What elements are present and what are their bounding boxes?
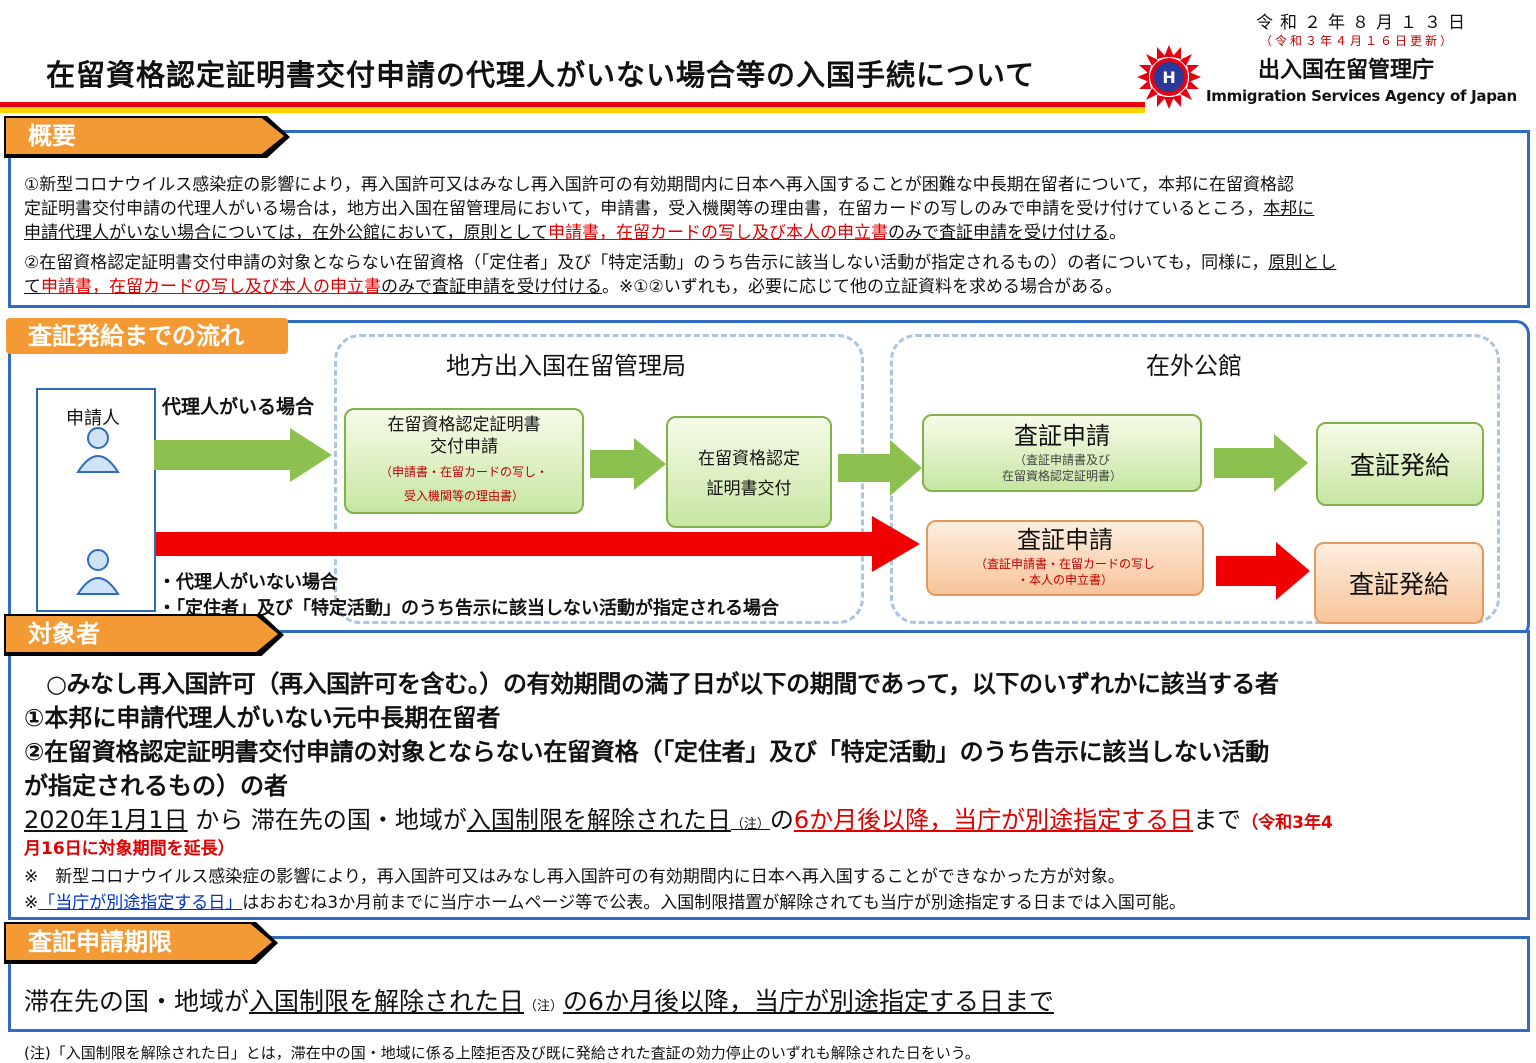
agency-name-jp: 出入国在留管理庁 xyxy=(1258,58,1435,83)
overview-heading: 概要 xyxy=(6,118,284,154)
page-title: 在留資格認定証明書交付申請の代理人がいない場合等の入国手続について xyxy=(46,58,1036,92)
coe-application-title: 在留資格認定証明書 交付申請 xyxy=(387,415,541,457)
target-heading: 対象者 xyxy=(6,616,278,652)
header-yellow-stripe xyxy=(0,107,1145,113)
coe-issuance-box: 在留資格認定 証明書交付 xyxy=(666,416,832,528)
overview-p2-line2: て申請書，在留カードの写し及び本人の申立書のみで査証申請を受け付ける。※①②いず… xyxy=(24,277,1123,297)
red-arrow-icon xyxy=(156,516,920,572)
target-note-1: ※ 新型コロナウイルス感染症の影響により，再入国許可又はみなし再入国許可の有効期… xyxy=(24,867,1125,887)
target-period: 2020年1月1日 から 滞在先の国・地域が入国制限を解除された日（注）の6か月… xyxy=(24,806,1333,834)
update-date: （令和３年４月１６日更新） xyxy=(1260,34,1456,48)
visa-application-direct-note: （査証申請書・在留カードの写し ・本人の申立書） xyxy=(974,557,1155,587)
red-arrow-icon xyxy=(1216,542,1310,600)
visa-application-note: （査証申請書及び 在留資格認定証明書） xyxy=(1001,453,1122,483)
green-arrow-icon xyxy=(154,428,332,482)
with-agent-label: 代理人がいる場合 xyxy=(162,396,315,418)
target-period-extension: 月16日に対象期間を延長） xyxy=(24,839,235,859)
target-note-2: ※「当庁が別途指定する日」はおおむね3か月前までに当庁ホームページ等で公表。入国… xyxy=(24,893,1186,913)
visa-application-direct-box: 査証申請 （査証申請書・在留カードの写し ・本人の申立書） xyxy=(926,520,1204,596)
visa-application-direct-title: 査証申請 xyxy=(1017,526,1113,554)
coe-issuance-title: 在留資格認定 証明書交付 xyxy=(698,449,800,499)
visa-issuance-box: 査証発給 xyxy=(1316,422,1484,506)
applicant-box xyxy=(36,388,156,612)
agency-name-en: Immigration Services Agency of Japan xyxy=(1206,87,1517,105)
coe-application-box: 在留資格認定証明書 交付申請 （申請書・在留カードの写し・ 受入機関等の理由書） xyxy=(344,408,584,514)
designated-date-link[interactable]: 「当庁が別途指定する日」 xyxy=(38,893,243,913)
applicant-label: 申請人 xyxy=(66,408,120,429)
overview-p2-line1: ②在留資格認定証明書交付申請の対象とならない在留資格（「定住者」及び「特定活動」… xyxy=(24,253,1337,273)
target-box xyxy=(8,630,1530,920)
header-red-stripe xyxy=(0,102,1145,107)
overview-box xyxy=(8,130,1530,308)
visa-issuance-title: 査証発給 xyxy=(1349,451,1450,480)
visa-issuance-direct-title: 査証発給 xyxy=(1348,570,1449,599)
visa-application-box: 査証申請 （査証申請書及び 在留資格認定証明書） xyxy=(922,414,1202,492)
no-agent-label-2: ・「定住者」及び「特定活動」のうち告示に該当しない活動が指定される場合 xyxy=(158,598,779,619)
no-agent-label-1: ・代理人がいない場合 xyxy=(158,572,338,593)
person-icon xyxy=(76,427,120,473)
overview-p1-line3: 申請代理人がいない場合については，在外公館において，原則として申請書，在留カード… xyxy=(24,223,1126,243)
target-line-3a: ②在留資格認定証明書交付申請の対象とならない在留資格（「定住者」及び「特定活動」… xyxy=(24,738,1269,766)
issue-date: 令和２年８月１３日 xyxy=(1256,13,1472,33)
footnote: (注)「入国制限を解除された日」とは，滞在中の国・地域に係る上陸拒否及び既に発給… xyxy=(24,1044,980,1062)
person-icon xyxy=(76,549,120,595)
overview-p1-line2: 定証明書交付申請の代理人がいる場合は，地方出入国在留管理局において，申請書，受入… xyxy=(24,199,1315,219)
regional-bureau-label: 地方出入国在留管理局 xyxy=(446,352,686,380)
coe-application-note: （申請書・在留カードの写し・ 受入機関等の理由書） xyxy=(379,465,548,503)
target-line-3b: が指定されるもの）の者 xyxy=(24,772,288,800)
visa-issuance-direct-box: 査証発給 xyxy=(1314,542,1484,624)
target-line-2: ①本邦に申請代理人がいない元中長期在留者 xyxy=(24,704,501,732)
overseas-label: 在外公館 xyxy=(1146,352,1242,380)
svg-text:H: H xyxy=(1162,68,1175,87)
flow-heading: 査証発給までの流れ xyxy=(6,318,288,354)
green-arrow-icon xyxy=(590,438,666,490)
deadline-heading: 査証申請期限 xyxy=(6,924,272,960)
target-line-1: ○みなし再入国許可（再入国許可を含む。）の有効期間の満了日が以下の期間であって，… xyxy=(46,670,1279,698)
overview-p1-line1: ①新型コロナウイルス感染症の影響により，再入国許可又はみなし再入国許可の有効期間… xyxy=(24,175,1295,195)
deadline-text: 滞在先の国・地域が入国制限を解除された日（注）の6か月後以降，当庁が別途指定する… xyxy=(24,987,1054,1016)
visa-application-title: 査証申請 xyxy=(1014,422,1110,450)
green-arrow-icon xyxy=(838,440,922,496)
green-arrow-icon xyxy=(1214,434,1308,492)
agency-emblem-icon: H xyxy=(1137,45,1201,109)
